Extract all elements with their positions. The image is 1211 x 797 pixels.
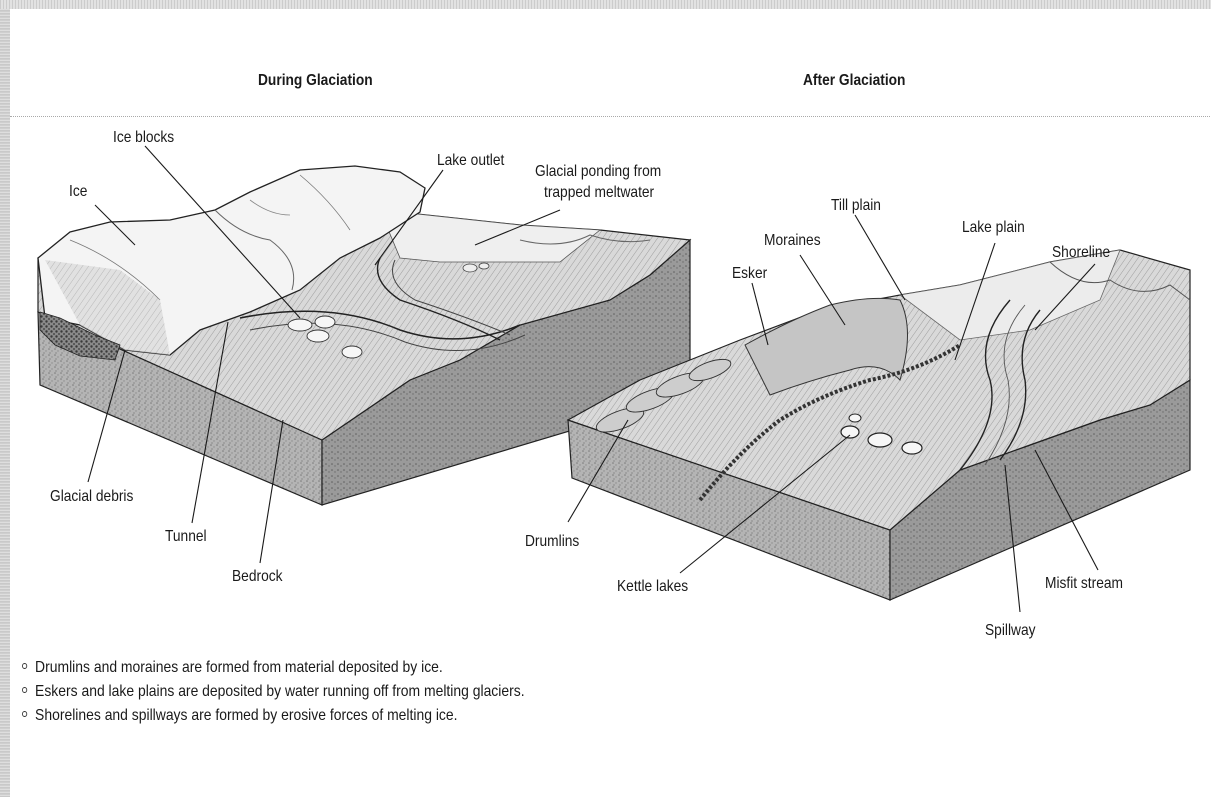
note-item: Eskers and lake plains are deposited by … bbox=[22, 680, 525, 704]
label-glacial-debris: Glacial debris bbox=[50, 487, 133, 506]
label-tunnel: Tunnel bbox=[165, 527, 207, 546]
label-bedrock: Bedrock bbox=[232, 567, 282, 586]
label-till-plain: Till plain bbox=[831, 196, 881, 215]
label-esker: Esker bbox=[732, 264, 767, 283]
label-lake-outlet: Lake outlet bbox=[437, 151, 504, 170]
label-drumlins: Drumlins bbox=[525, 532, 579, 551]
note-text: Shorelines and spillways are formed by e… bbox=[35, 707, 457, 724]
label-shoreline: Shoreline bbox=[1052, 243, 1110, 262]
label-glacial-ponding-line2: trapped meltwater bbox=[544, 183, 654, 202]
label-kettle-lakes: Kettle lakes bbox=[617, 577, 688, 596]
bullet-icon bbox=[22, 663, 27, 669]
bullet-icon bbox=[22, 687, 27, 693]
note-item: Shorelines and spillways are formed by e… bbox=[22, 704, 525, 728]
label-glacial-ponding-line1: Glacial ponding from bbox=[535, 162, 661, 181]
bullet-icon bbox=[22, 711, 27, 717]
notes-list: Drumlins and moraines are formed from ma… bbox=[22, 656, 525, 728]
label-lake-plain: Lake plain bbox=[962, 218, 1025, 237]
label-ice-blocks: Ice blocks bbox=[113, 128, 174, 147]
note-text: Eskers and lake plains are deposited by … bbox=[35, 683, 525, 700]
label-ice: Ice bbox=[69, 182, 87, 201]
label-misfit-stream: Misfit stream bbox=[1045, 574, 1123, 593]
label-moraines: Moraines bbox=[764, 231, 821, 250]
note-item: Drumlins and moraines are formed from ma… bbox=[22, 656, 525, 680]
label-spillway: Spillway bbox=[985, 621, 1035, 640]
note-text: Drumlins and moraines are formed from ma… bbox=[35, 659, 443, 676]
